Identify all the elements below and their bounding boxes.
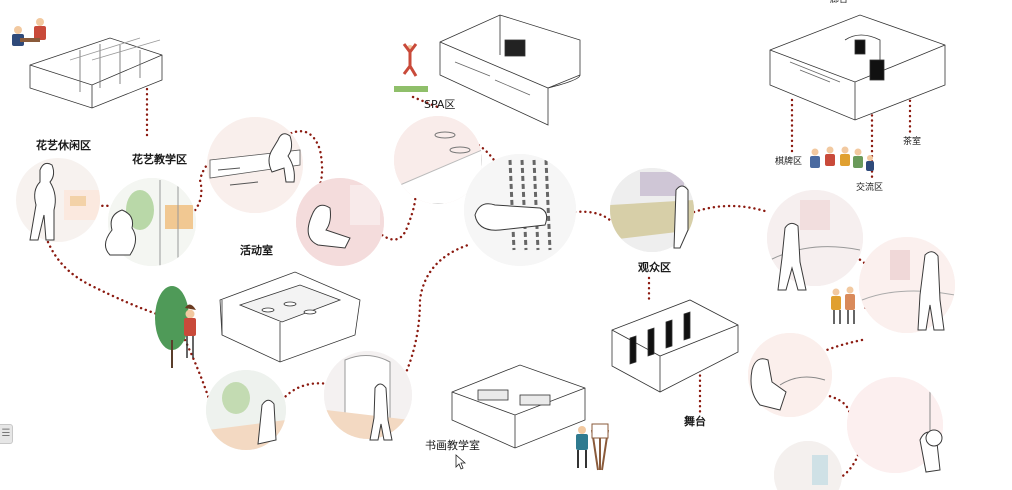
- armchair-person: [750, 358, 787, 411]
- label-stage: 舞台: [684, 415, 706, 428]
- tree-illustration: [155, 286, 189, 368]
- bubble-flower-teaching: [105, 178, 196, 266]
- route-bubble11-to-bubble12: [838, 453, 860, 480]
- label-tea: 茶室: [903, 137, 922, 147]
- label-chess: 棋牌区: [775, 157, 803, 167]
- label-flower-leisure: 花艺休闲区: [36, 139, 91, 152]
- route-tree-to-bubble13: [183, 338, 212, 404]
- bubble-tea-corner: [847, 377, 943, 473]
- route-bubble6-to-bubble7: [573, 210, 614, 224]
- robed-person: [257, 399, 277, 445]
- route-bubble3-to-bubble4: [280, 130, 324, 192]
- side-panel-toggle-handle[interactable]: ☰: [0, 424, 13, 444]
- standing-man: [369, 383, 393, 441]
- standing-elder: [917, 251, 945, 331]
- standing-person: [673, 185, 689, 249]
- mouse-cursor-icon: [455, 454, 467, 470]
- couple-icon: [831, 286, 855, 324]
- bubble-leisure: [16, 158, 100, 242]
- bubble-spa: [394, 116, 482, 204]
- room-activity: [219, 271, 361, 363]
- route-bubble13-to-bubble14: [280, 382, 330, 402]
- bubble-garden-walk: [206, 370, 286, 450]
- sitting-silhouette: [307, 204, 351, 249]
- route-bubble8-to-bubble9: [846, 248, 874, 270]
- bubble-sitting-reader: [748, 333, 832, 417]
- label-exchange: 交流区: [856, 183, 884, 193]
- route-bubble14-to-bubble6: [403, 243, 470, 377]
- route-bubble10-to-bubble11: [823, 393, 852, 417]
- bubble-seat-person: [296, 178, 384, 266]
- room-stage: [611, 299, 739, 393]
- bubble-reclining: [464, 154, 576, 266]
- painter-icon: [576, 423, 609, 471]
- label-audience: 观众区: [638, 261, 671, 274]
- bubble-lower: [774, 441, 842, 490]
- bubble-chess-room: [767, 190, 863, 291]
- route-bubble7-to-bubble8: [692, 204, 770, 214]
- label-gallery-cut: 廊台: [830, 0, 849, 5]
- label-flower-teaching: 花艺教学区: [132, 153, 187, 166]
- room-spa: [439, 14, 581, 126]
- seated-person: [268, 133, 295, 183]
- crouching-person: [105, 209, 136, 256]
- people-flower-icon: [12, 18, 46, 46]
- bubble-corridor: [324, 351, 412, 441]
- label-calligraphy: 书画教学室: [425, 439, 480, 452]
- route-leisure-to-tree: [46, 240, 162, 317]
- label-spa: SPA区: [424, 98, 456, 111]
- reclining-person: [474, 203, 548, 231]
- route-bubble9-to-bubble10: [820, 338, 864, 354]
- room-tea-chess: [769, 14, 946, 121]
- route-bubble5-to-bubble6: [468, 138, 502, 172]
- bubble-street-chairs: [207, 117, 303, 213]
- room-flower-leisure: [29, 37, 163, 109]
- room-calligraphy: [451, 364, 586, 449]
- elder-group-icon: [810, 146, 874, 171]
- walking-person: [777, 222, 807, 291]
- yoga-icon: [394, 43, 428, 92]
- bubble-exchange: [859, 237, 955, 333]
- leader-spa: [411, 95, 442, 110]
- person-silhouette: [29, 162, 56, 241]
- label-activity-room: 活动室: [240, 244, 273, 257]
- woman-icon: [184, 304, 196, 358]
- bubble-audience: [610, 168, 694, 252]
